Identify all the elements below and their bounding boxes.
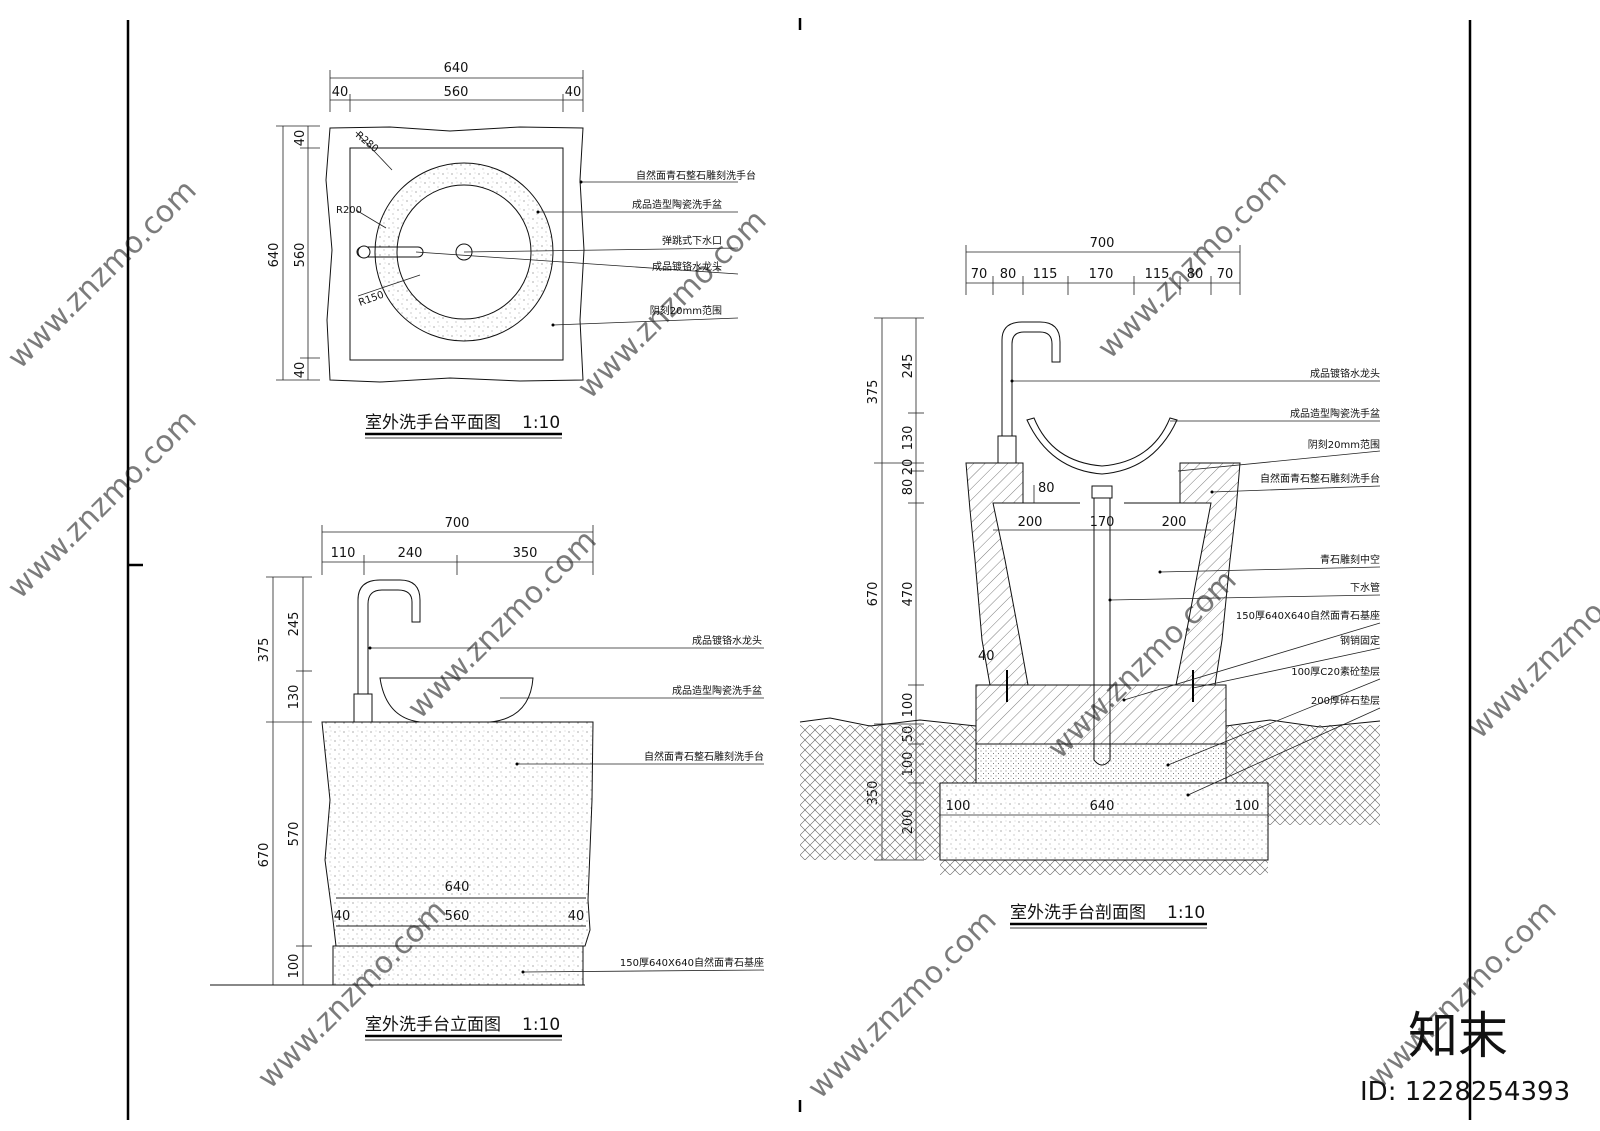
plan-dim-edge-left: 40 (332, 85, 349, 100)
plan-scale: 1:10 (522, 413, 560, 433)
plan-radius-200: R200 (336, 205, 362, 216)
watermark-site-2: www.znzmo.com (571, 203, 774, 406)
sect-inner-40: 40 (978, 649, 995, 664)
sect-label-9: 200厚碎石垫层 (1311, 694, 1380, 707)
brand-watermark: 知末 ID: 1228254393 (1360, 1007, 1570, 1107)
sect-label-7: 钢销固定 (1340, 634, 1380, 647)
sect-left-total-0: 375 (866, 380, 881, 405)
sect-label-4: 青石雕刻中空 (1320, 553, 1380, 566)
sect-top-dim-3: 170 (1089, 267, 1114, 282)
sect-top-dim-4: 115 (1145, 267, 1170, 282)
plan-view: 640 40 560 40 640 560 40 40 R280 R200 R1… (267, 61, 756, 439)
sect-top-dim-1: 80 (1000, 267, 1017, 282)
elevation-title: 室外洗手台立面图 (365, 1015, 501, 1035)
plan-radius-280: R280 (353, 130, 380, 155)
elev-label-3: 150厚640X640自然面青石基座 (620, 956, 764, 969)
elev-top-dim-0: 110 (331, 546, 356, 561)
elev-left-dim-0: 245 (287, 612, 302, 637)
sect-label-1: 成品造型陶瓷洗手盆 (1290, 407, 1380, 420)
watermark-site-9: www.znzmo.com (1461, 543, 1600, 746)
section-title: 室外洗手台剖面图 (1010, 903, 1146, 923)
elev-base-edge-right: 40 (568, 909, 585, 924)
plan-label-2: 弹跳式下水口 (662, 234, 722, 247)
elev-base-edge-left: 40 (334, 909, 351, 924)
section-view: 700 70 80 115 170 115 80 70 375 670 350 … (799, 236, 1381, 929)
sect-top-dim-2: 115 (1033, 267, 1058, 282)
image-id: ID: 1228254393 (1360, 1077, 1570, 1107)
elev-base-inner: 560 (445, 909, 470, 924)
sect-top-dim-0: 70 (971, 267, 988, 282)
sect-label-3: 自然面青石整石雕刻洗手台 (1260, 472, 1380, 485)
elev-label-2: 自然面青石整石雕刻洗手台 (644, 750, 764, 763)
watermark-site-5: www.znzmo.com (401, 523, 604, 726)
watermarks: www.znzmo.com www.znzmo.com www.znzmo.co… (1, 163, 1600, 1106)
sect-base-100a: 100 (946, 799, 971, 814)
sect-label-8: 100厚C20素砼垫层 (1291, 665, 1380, 678)
sect-top-dim-5: 80 (1187, 267, 1204, 282)
plan-label-0: 自然面青石整石雕刻洗手台 (636, 169, 756, 182)
section-scale: 1:10 (1167, 903, 1205, 923)
elev-left-dim-3: 100 (287, 954, 302, 979)
sect-left-dim-0: 245 (901, 354, 916, 379)
sect-left-total-1: 670 (866, 582, 881, 607)
sect-left-dim-2: 20 (901, 459, 916, 476)
plan-label-4: 阴刻20mm范围 (650, 304, 722, 317)
plan-title: 室外洗手台平面图 (365, 413, 501, 433)
sect-left-dim-4: 470 (901, 582, 916, 607)
watermark-site-3: www.znzmo.com (1091, 163, 1294, 366)
sect-inner-80: 80 (1038, 481, 1055, 496)
sect-inner-170: 170 (1090, 515, 1115, 530)
plan-dim-edge-right: 40 (565, 85, 582, 100)
elev-left-dim-2: 570 (287, 822, 302, 847)
plan-label-1: 成品造型陶瓷洗手盆 (632, 198, 722, 211)
elevation-view: 700 110 240 350 375 670 245 130 570 100 (210, 516, 765, 1041)
sect-inner-200b: 200 (1162, 515, 1187, 530)
sect-base-100b: 100 (1235, 799, 1260, 814)
sect-label-5: 下水管 (1350, 581, 1380, 594)
elev-base-total: 640 (445, 880, 470, 895)
elev-label-1: 成品造型陶瓷洗手盆 (672, 684, 762, 697)
sect-inner-200a: 200 (1018, 515, 1043, 530)
elev-top-total: 700 (445, 516, 470, 531)
elev-top-dim-1: 240 (398, 546, 423, 561)
sect-left-dim-3: 80 (901, 479, 916, 496)
sect-top-total: 700 (1090, 236, 1115, 251)
watermark-site-8: www.znzmo.com (801, 903, 1004, 1106)
sheet-frame (126, 18, 1472, 1120)
plan-dim-total-v: 640 (267, 243, 282, 268)
plan-dim-edge-bottom: 40 (293, 362, 308, 379)
elevation-scale: 1:10 (522, 1015, 560, 1035)
watermark-site-10: www.znzmo.com (1361, 893, 1564, 1096)
sect-label-2: 阴刻20mm范围 (1308, 438, 1380, 451)
sect-top-dim-6: 70 (1217, 267, 1234, 282)
sect-left-dim-5: 100 (901, 693, 916, 718)
watermark-site-1: www.znzmo.com (1, 173, 204, 376)
brand-logo: 知末 (1408, 1007, 1508, 1065)
plan-dim-inner-v: 560 (293, 243, 308, 268)
plan-dim-edge-top: 40 (293, 130, 308, 147)
plan-dim-inner: 560 (444, 85, 469, 100)
sect-left-dim-1: 130 (901, 426, 916, 451)
elev-left-dim-1: 130 (287, 685, 302, 710)
sect-label-6: 150厚640X640自然面青石基座 (1236, 609, 1380, 622)
sect-base-640: 640 (1090, 799, 1115, 814)
sect-label-0: 成品镀铬水龙头 (1310, 367, 1380, 380)
watermark-site-4: www.znzmo.com (1, 403, 204, 606)
plan-label-3: 成品镀铬水龙头 (652, 260, 722, 273)
elev-top-dim-2: 350 (513, 546, 538, 561)
elev-left-total-1: 670 (257, 843, 272, 868)
elev-left-total-0: 375 (257, 638, 272, 663)
plan-dim-total: 640 (444, 61, 469, 76)
elev-label-0: 成品镀铬水龙头 (692, 634, 762, 647)
plan-radius-150: R150 (357, 290, 385, 309)
